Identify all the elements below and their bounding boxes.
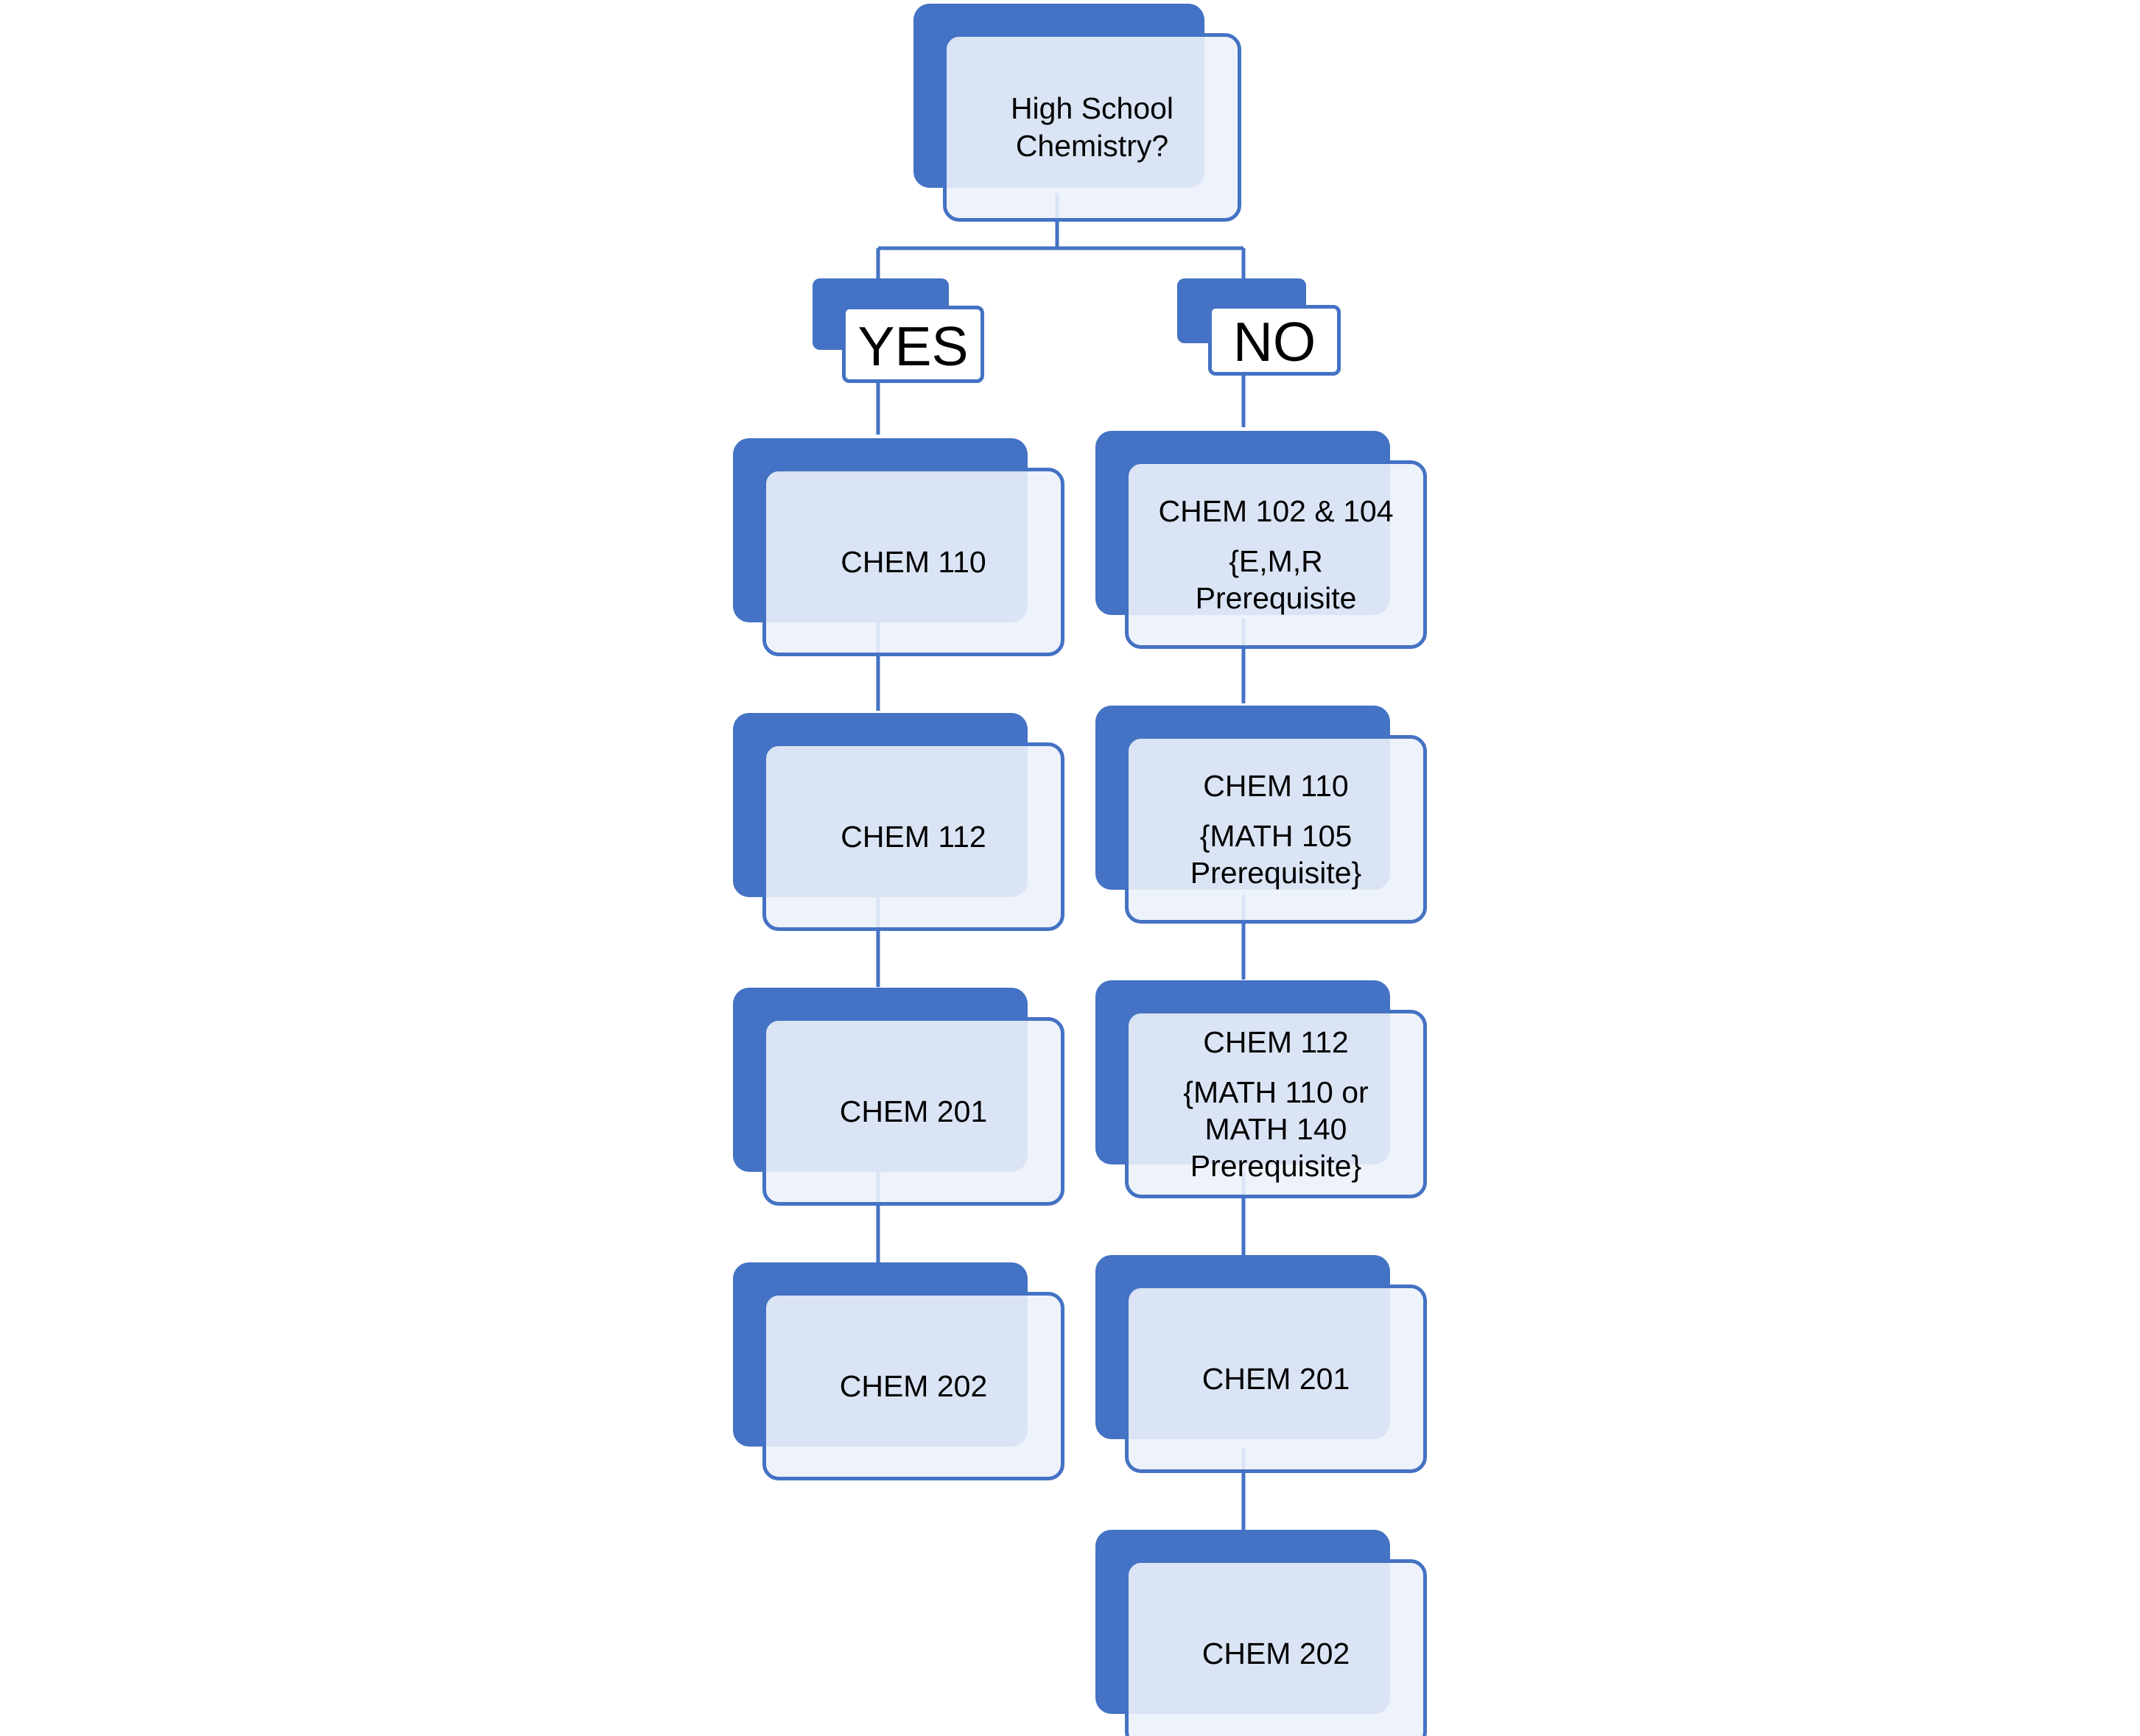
no-course-node: CHEM 202: [1095, 1530, 1427, 1736]
root-question-line1: High School: [1010, 91, 1174, 125]
course-name: CHEM 201: [839, 1094, 988, 1128]
course-prerequisite: {MATH 105: [1199, 819, 1353, 853]
yes-course-node: CHEM 202: [733, 1262, 1064, 1480]
course-name: CHEM 110: [1203, 769, 1349, 803]
course-name: CHEM 201: [1201, 1361, 1350, 1396]
yes-course-node: CHEM 112: [733, 713, 1064, 931]
course-name: CHEM 102 & 104: [1158, 494, 1394, 528]
course-name: CHEM 112: [841, 819, 986, 854]
course-prerequisite: MATH 140: [1204, 1112, 1347, 1146]
course-prerequisite: Prerequisite}: [1190, 856, 1362, 890]
course-prerequisite: {MATH 110 or: [1183, 1075, 1369, 1109]
course-name: CHEM 202: [839, 1368, 988, 1403]
root-question-node: High School Chemistry?: [913, 4, 1245, 222]
no-course-node: CHEM 102 & 104 {E,M,R Prerequisite: [1095, 431, 1427, 649]
course-prerequisite: Prerequisite: [1195, 581, 1357, 615]
yes-course-node: CHEM 110: [733, 438, 1064, 656]
course-name: CHEM 110: [841, 544, 986, 579]
course-prerequisite: Prerequisite}: [1190, 1149, 1362, 1183]
no-label-text: NO: [1232, 311, 1316, 373]
no-course-node: CHEM 201: [1095, 1255, 1427, 1473]
course-name: CHEM 202: [1201, 1636, 1350, 1670]
no-course-node: CHEM 112 {MATH 110 or MATH 140 Prerequis…: [1095, 980, 1427, 1198]
yes-branch-label: YES: [813, 278, 984, 383]
root-question-line2: Chemistry?: [1015, 129, 1169, 163]
course-name: CHEM 112: [1203, 1025, 1349, 1059]
yes-label-text: YES: [857, 314, 969, 377]
yes-course-node: CHEM 201: [733, 988, 1064, 1206]
no-course-node: CHEM 110 {MATH 105 Prerequisite}: [1095, 706, 1427, 924]
no-branch-label: NO: [1177, 278, 1341, 376]
course-prerequisite: {E,M,R: [1229, 544, 1323, 578]
